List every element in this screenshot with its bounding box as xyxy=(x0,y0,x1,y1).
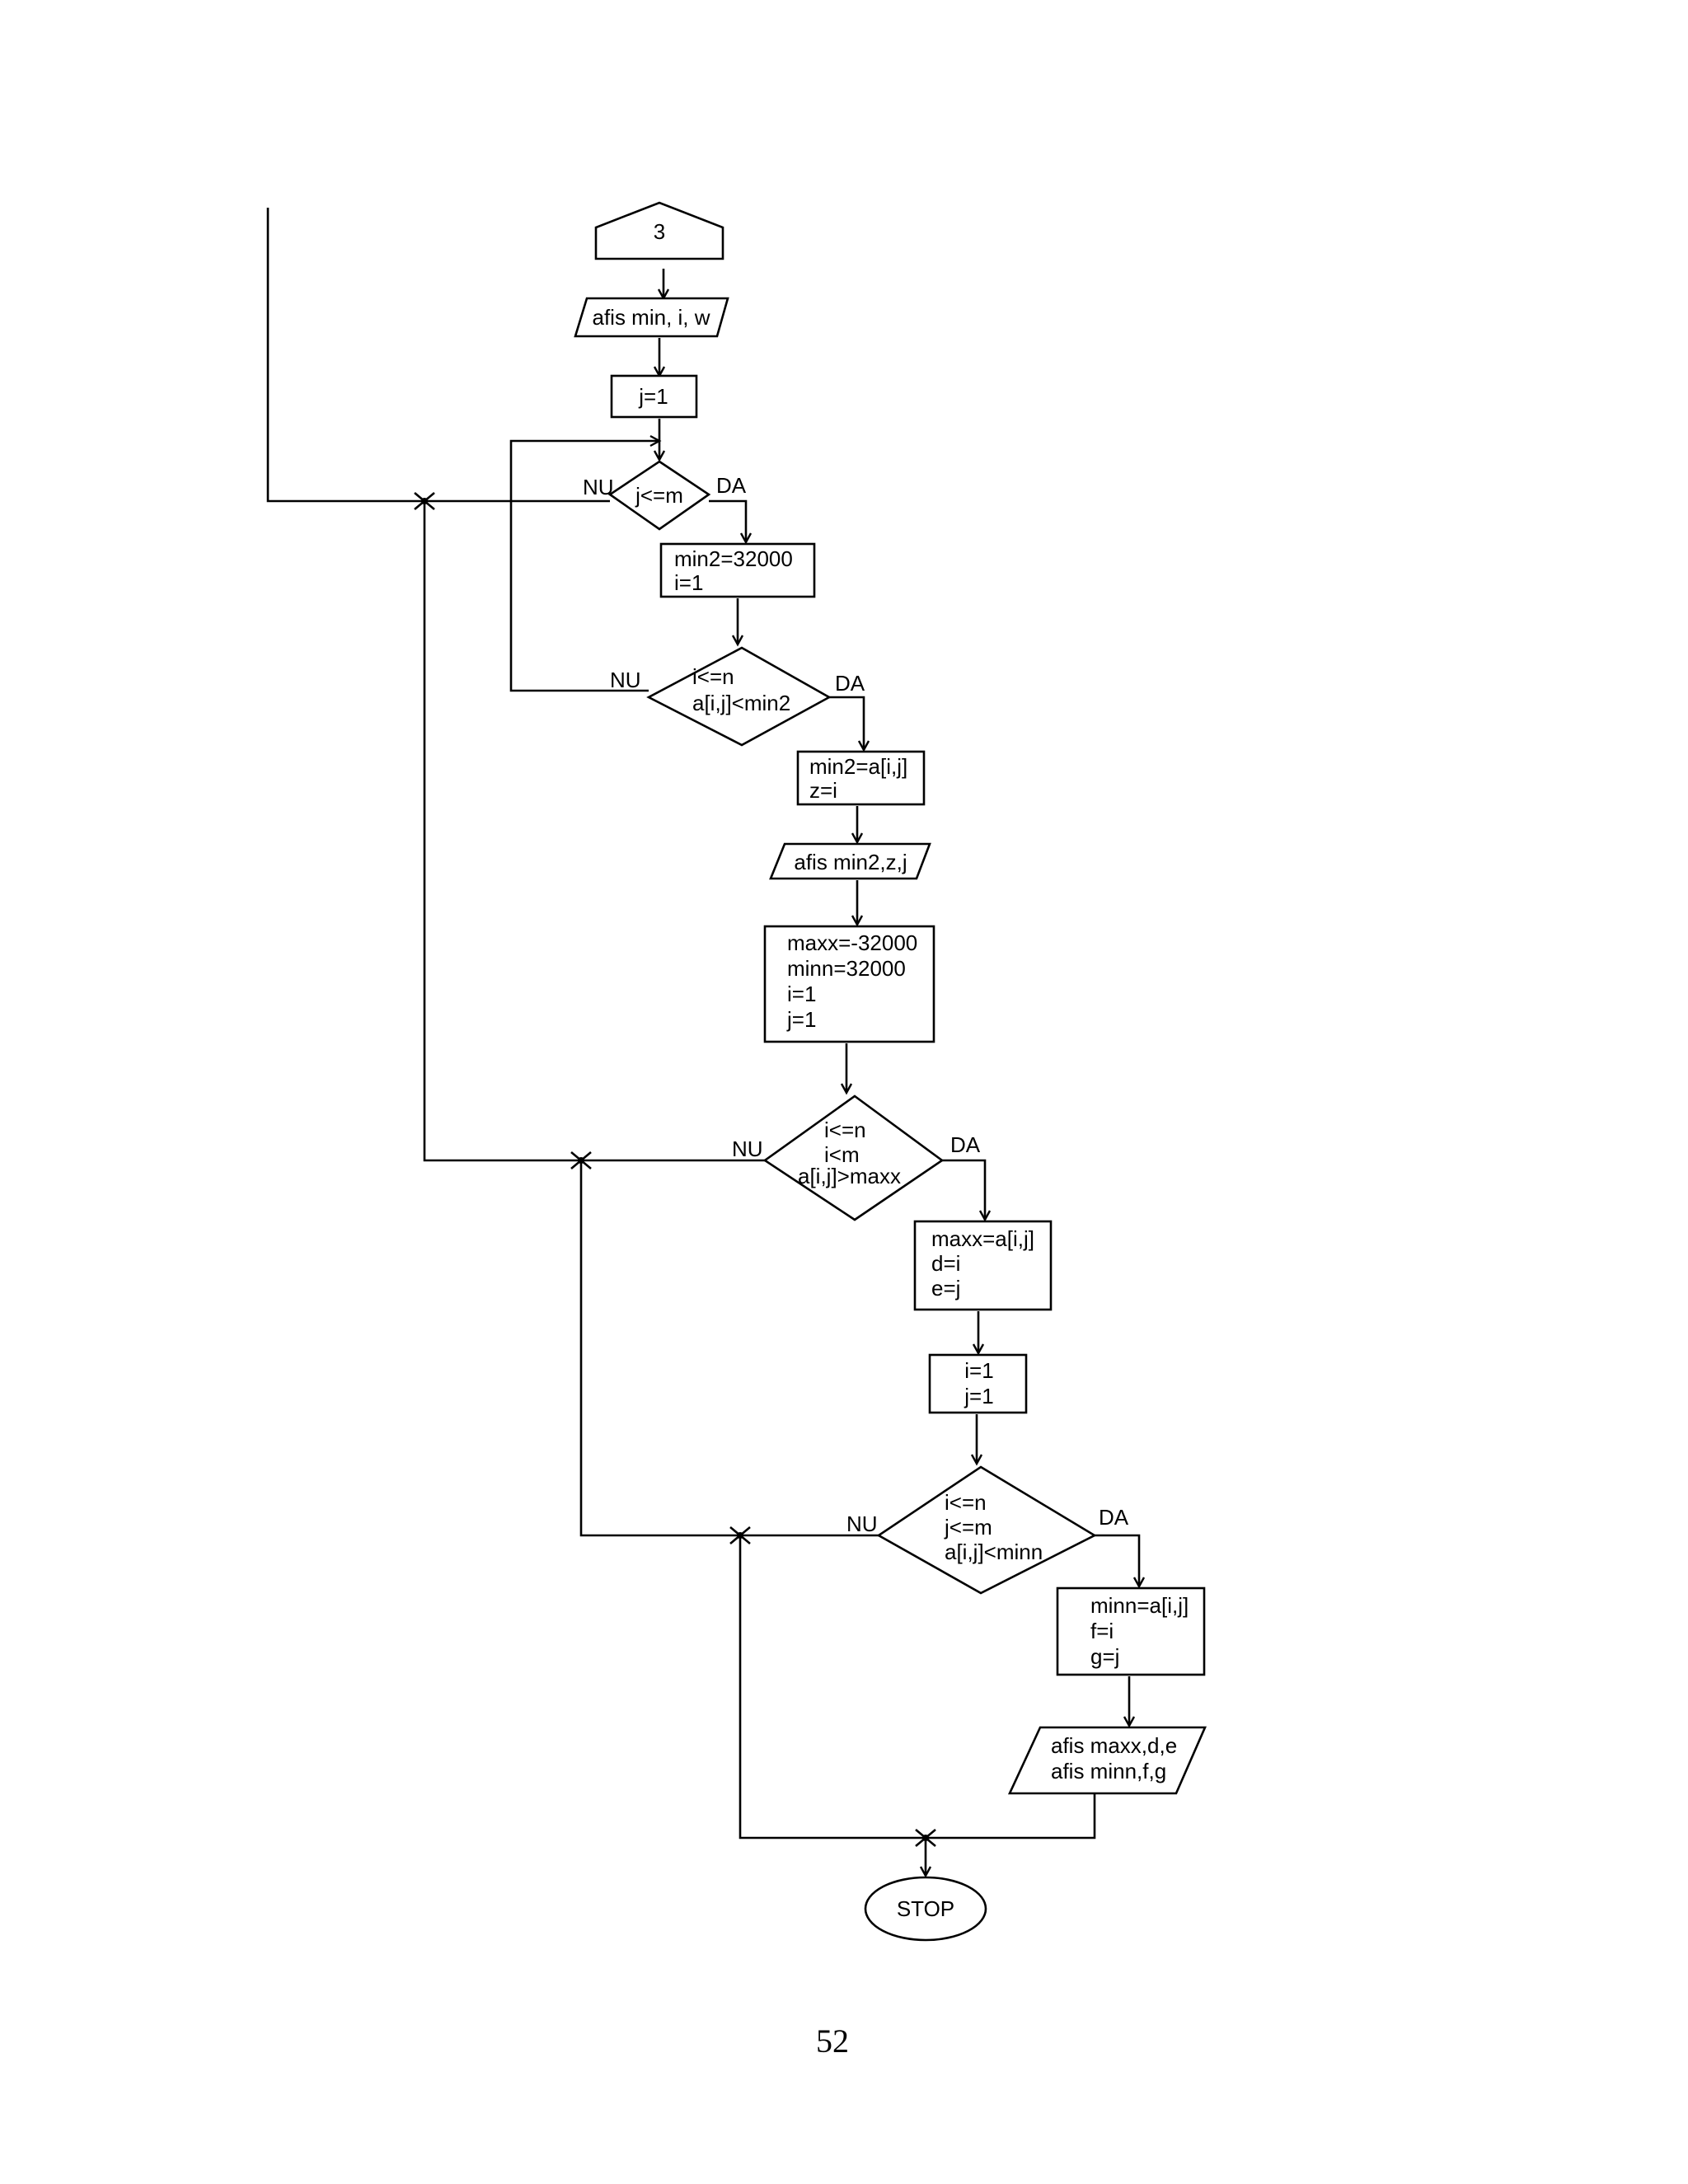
line-junction-a-down xyxy=(423,501,581,1162)
decision-2-shape xyxy=(646,646,832,747)
loop-back-line-1 xyxy=(509,434,662,692)
decision-4-yes-label: DA xyxy=(1099,1505,1129,1530)
junction-d xyxy=(915,1829,936,1847)
process-4-line-2: d=i xyxy=(931,1251,960,1276)
decision-1-no-label: NU xyxy=(583,475,614,499)
process-4-line-1: maxx=a[i,j] xyxy=(931,1226,1034,1251)
process-5-line-2: j=1 xyxy=(964,1384,993,1408)
junction-c xyxy=(729,1526,751,1544)
process-3: maxx=-32000 minn=32000 i=1 j=1 xyxy=(763,925,935,1043)
decision-3-line-3: a[i,j]>maxx xyxy=(798,1164,901,1188)
output-block-1: afis min, i, w xyxy=(574,297,729,338)
decision-3-yes-label: DA xyxy=(950,1132,981,1157)
decision-3-line-1: i<=n xyxy=(824,1118,866,1142)
assign-j-label: j=1 xyxy=(638,384,668,409)
stop-ellipse xyxy=(864,1876,987,1942)
decision-4-line-2: j<=m xyxy=(944,1515,992,1540)
arrow-decision3-yes xyxy=(942,1159,992,1222)
process-2-box xyxy=(796,750,926,806)
connector-label: 3 xyxy=(654,219,665,244)
line-junction-b-down xyxy=(579,1160,740,1537)
process-6-line-2: f=i xyxy=(1090,1619,1114,1643)
output-2-label: afis min2,z,j xyxy=(794,850,907,874)
stop-label: STOP xyxy=(897,1896,954,1921)
process-2: min2=a[i,j] z=i xyxy=(796,750,926,806)
decision-1-shape xyxy=(607,460,711,531)
decision-4-shape xyxy=(876,1465,1097,1595)
process-1-line-1: min2=32000 xyxy=(674,546,793,571)
decision-1-condition: j<=m xyxy=(635,483,683,508)
process-assign-j: j=1 xyxy=(610,374,698,419)
incoming-left-line xyxy=(266,208,610,503)
line-junction-c-to-d xyxy=(738,1535,926,1840)
decision-2-line-2: a[i,j]<min2 xyxy=(692,691,790,715)
decision-4-no-label: NU xyxy=(846,1511,878,1536)
output-block-3: afis maxx,d,e afis minn,f,g xyxy=(1007,1726,1207,1795)
junction-a xyxy=(414,492,435,510)
decision-3-line-2: i<m xyxy=(824,1142,860,1167)
process-3-line-1: maxx=-32000 xyxy=(787,930,917,955)
decision-2: i<=n a[i,j]<min2 NU DA xyxy=(610,646,865,747)
decision-3-no-label: NU xyxy=(732,1137,763,1161)
process-4-line-3: e=j xyxy=(931,1276,960,1301)
process-3-line-2: minn=32000 xyxy=(787,956,906,981)
decision-1-yes-label: DA xyxy=(716,473,747,498)
process-3-line-3: i=1 xyxy=(787,982,816,1006)
decision-3: i<=n i<m a[i,j]>maxx NU DA xyxy=(732,1094,981,1221)
process-3-box xyxy=(763,925,935,1043)
stop-terminator: STOP xyxy=(864,1876,987,1942)
output-3-shape xyxy=(1007,1726,1207,1795)
decision-2-yes-label: DA xyxy=(835,671,865,696)
output-3-line-2: afis minn,f,g xyxy=(1051,1759,1166,1783)
arrow-decision1-yes xyxy=(709,499,753,545)
process-1: min2=32000 i=1 xyxy=(659,542,816,598)
output-3-line-1: afis maxx,d,e xyxy=(1051,1733,1177,1758)
junction-b xyxy=(570,1151,592,1169)
output-block-2: afis min2,z,j xyxy=(769,842,931,880)
offpage-connector-shape xyxy=(594,201,724,260)
process-1-box xyxy=(659,542,816,598)
decision-1: j<=m NU DA xyxy=(583,460,747,531)
line-output3-to-junction-d xyxy=(926,1793,1096,1840)
process-2-line-1: min2=a[i,j] xyxy=(809,754,907,779)
decision-3-shape xyxy=(762,1094,945,1221)
process-6: minn=a[i,j] f=i g=j xyxy=(1056,1586,1206,1676)
output-1-label: afis min, i, w xyxy=(592,305,710,330)
process-6-box xyxy=(1056,1586,1206,1676)
process-3-line-4: j=1 xyxy=(786,1007,816,1032)
output-1-shape xyxy=(574,297,729,338)
arrow-decision4-yes xyxy=(1095,1534,1146,1589)
process-5: i=1 j=1 xyxy=(928,1353,1028,1414)
flow-lines xyxy=(266,208,1146,1878)
arrow-decision2-yes xyxy=(824,696,870,752)
decision-4: i<=n j<=m a[i,j]<minn NU DA xyxy=(846,1465,1129,1595)
decision-2-line-1: i<=n xyxy=(692,664,734,689)
output-2-shape xyxy=(769,842,931,880)
decision-4-line-3: a[i,j]<minn xyxy=(945,1540,1043,1564)
decision-4-line-1: i<=n xyxy=(945,1490,987,1515)
process-4-box xyxy=(913,1220,1053,1311)
process-6-line-1: minn=a[i,j] xyxy=(1090,1593,1189,1618)
junction-markers xyxy=(414,492,936,1847)
process-5-line-1: i=1 xyxy=(964,1358,993,1383)
page-number: 52 xyxy=(816,2022,849,2060)
process-6-line-3: g=j xyxy=(1090,1644,1119,1669)
assign-j-box xyxy=(610,374,698,419)
process-4: maxx=a[i,j] d=i e=j xyxy=(913,1220,1053,1311)
process-5-box xyxy=(928,1353,1028,1414)
process-2-line-2: z=i xyxy=(809,778,837,803)
decision-2-no-label: NU xyxy=(610,668,641,692)
process-1-line-2: i=1 xyxy=(674,570,703,595)
offpage-connector: 3 xyxy=(594,201,724,260)
